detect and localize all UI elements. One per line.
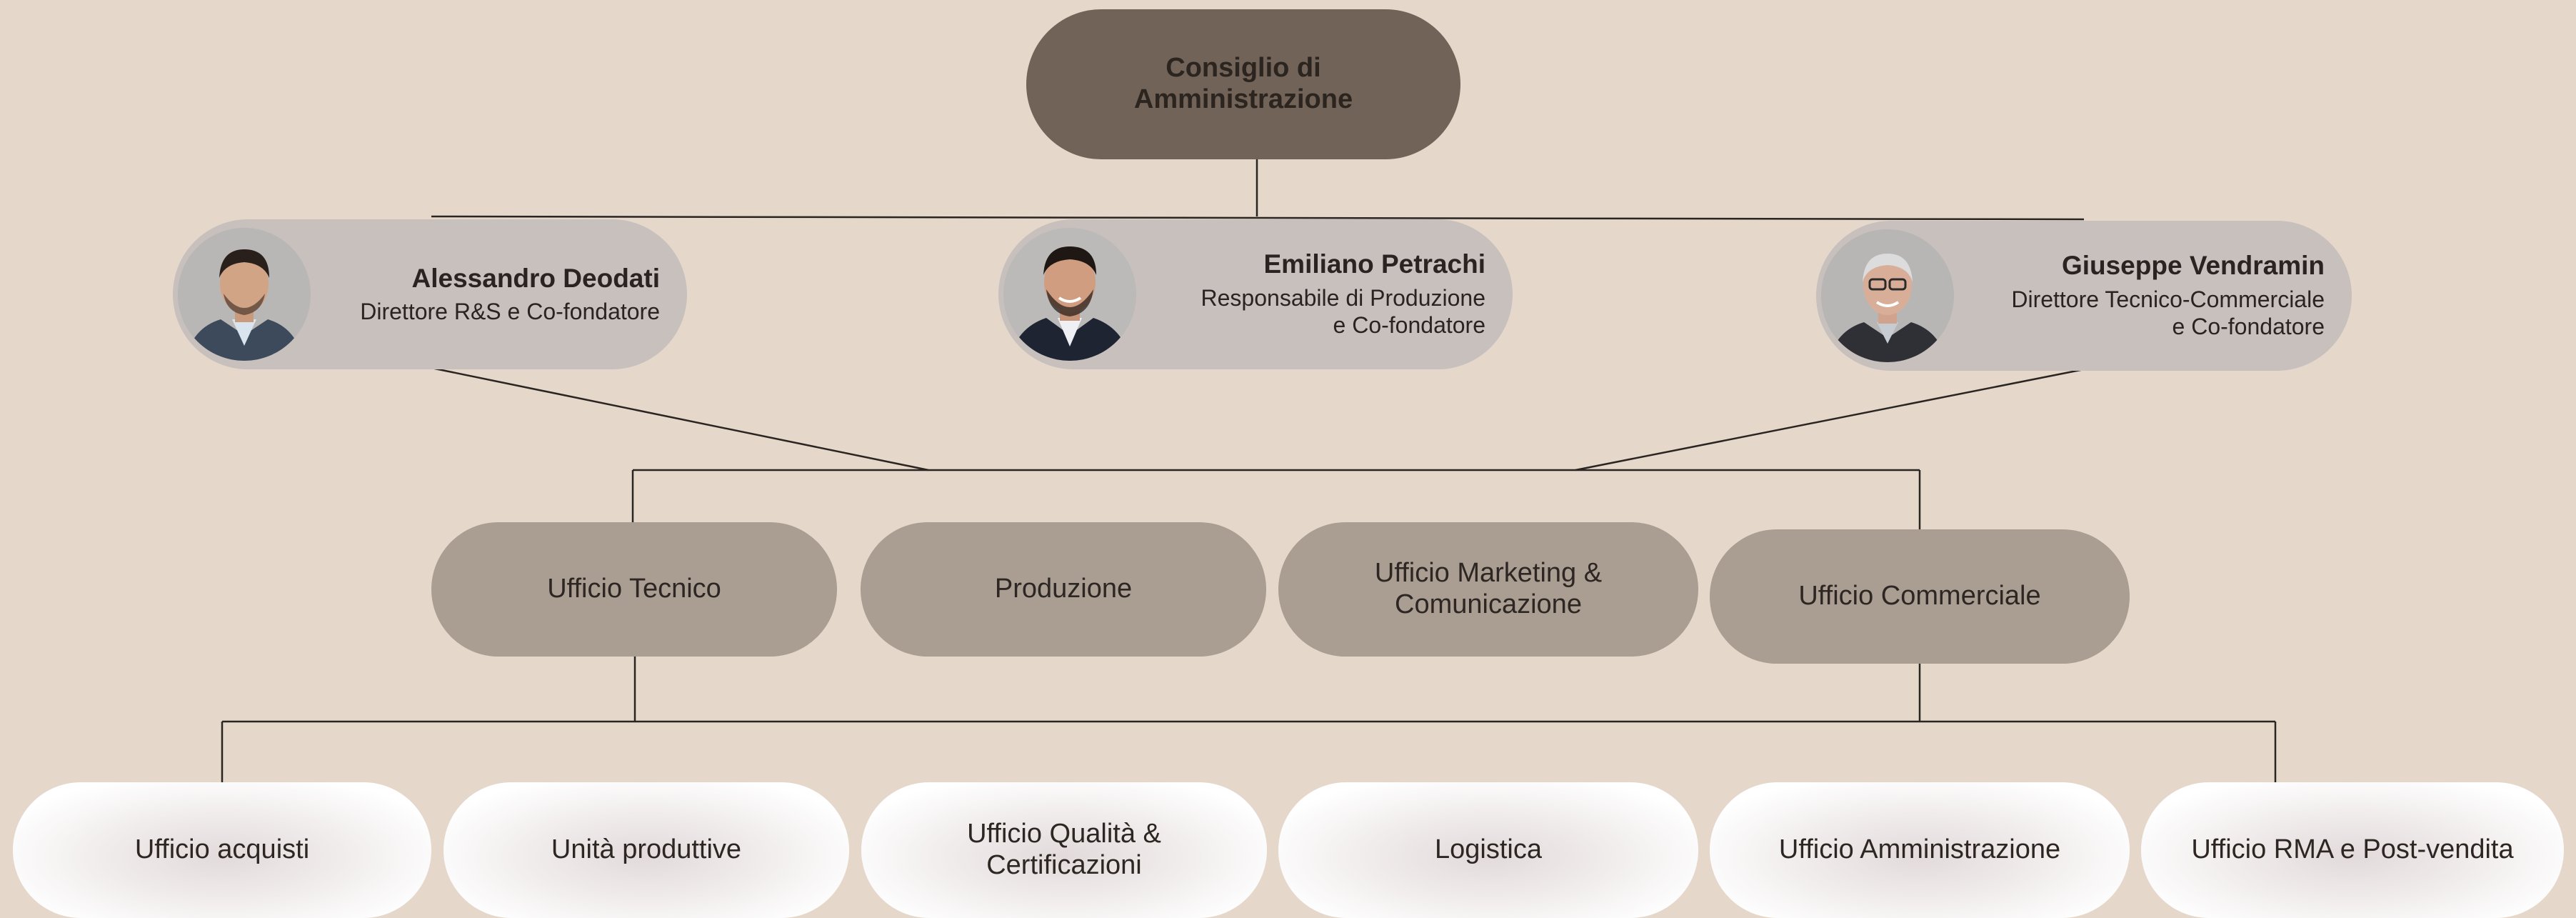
dept-label-line2: Comunicazione xyxy=(1395,589,1582,619)
connector-board-horizontal xyxy=(431,215,2085,221)
dept-label: Ufficio Tecnico xyxy=(547,574,721,604)
person-card-giuseppe-vendramin: Giuseppe Vendramin Direttore Tecnico-Com… xyxy=(1816,221,2352,371)
person-name: Alessandro Deodati xyxy=(411,263,660,293)
person-name: Giuseppe Vendramin xyxy=(2061,251,2325,281)
dept-label: Produzione xyxy=(994,574,1133,604)
connector-diag-left xyxy=(431,366,929,472)
person-photo xyxy=(1003,228,1136,361)
unit-label: Ufficio Amministrazione xyxy=(1778,834,2061,865)
unit-label: Ufficio acquisti xyxy=(134,834,310,865)
person-role-line2: e Co-fondatore xyxy=(1333,312,1485,339)
unit-label: Logistica xyxy=(1435,834,1542,865)
person-role-line1: Direttore Tecnico-Commerciale xyxy=(2011,286,2325,312)
unit-logistica: Logistica xyxy=(1278,782,1698,918)
person-card-emiliano-petrachi: Emiliano Petrachi Responsabile di Produz… xyxy=(998,219,1513,369)
person-role-line2: e Co-fondatore xyxy=(2172,314,2325,340)
connector-diag-right xyxy=(1575,368,2085,472)
unit-label-line2: Certificazioni xyxy=(986,850,1142,880)
unit-ufficio-qualita: Ufficio Qualità & Certificazioni xyxy=(861,782,1267,918)
unit-ufficio-acquisti: Ufficio acquisti xyxy=(13,782,431,918)
dept-ufficio-commerciale: Ufficio Commerciale xyxy=(1710,529,2130,664)
unit-label: Unità produttive xyxy=(551,834,742,865)
person-role-line1: Direttore R&S e Co-fondatore xyxy=(360,299,660,325)
unit-label: Ufficio RMA e Post-vendita xyxy=(2191,834,2514,865)
board-node: Consiglio di Amministrazione xyxy=(1026,9,1460,159)
person-card-alessandro-deodati: Alessandro Deodati Direttore R&S e Co-fo… xyxy=(173,219,687,369)
unit-label-line1: Ufficio Qualità & xyxy=(967,819,1161,849)
dept-label-line1: Ufficio Marketing & xyxy=(1374,558,1603,589)
unit-ufficio-rma: Ufficio RMA e Post-vendita xyxy=(2141,782,2564,918)
dept-ufficio-marketing: Ufficio Marketing & Comunicazione xyxy=(1278,522,1698,657)
dept-produzione: Produzione xyxy=(861,522,1266,657)
dept-ufficio-tecnico: Ufficio Tecnico xyxy=(431,522,837,657)
person-name: Emiliano Petrachi xyxy=(1263,249,1486,279)
unit-ufficio-amministrazione: Ufficio Amministrazione xyxy=(1710,782,2130,918)
person-role-line1: Responsabile di Produzione xyxy=(1201,284,1485,311)
person-photo xyxy=(1821,229,1954,362)
dept-label: Ufficio Commerciale xyxy=(1798,581,2041,612)
person-photo xyxy=(178,228,311,361)
board-label-line2: Amministrazione xyxy=(1133,84,1353,114)
board-label-line1: Consiglio di xyxy=(1166,53,1321,84)
unit-unita-produttive: Unità produttive xyxy=(443,782,849,918)
